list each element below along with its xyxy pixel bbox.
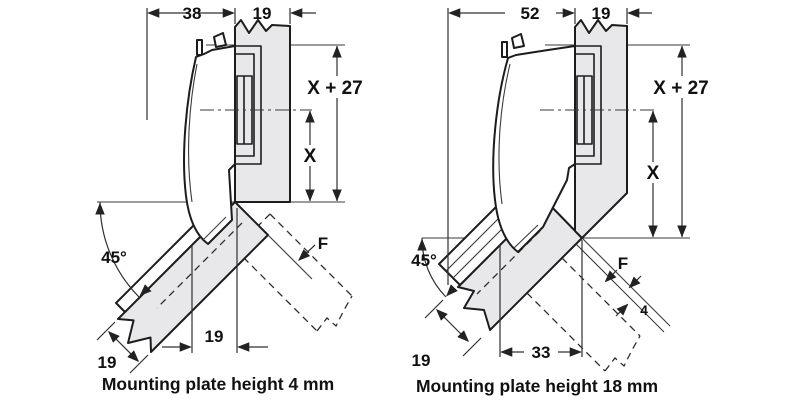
hinge-arm-right xyxy=(492,33,576,253)
dim-label-x-left: X xyxy=(304,146,317,167)
dim-label-angle-left: 45° xyxy=(101,248,127,267)
adjustment-pin-right xyxy=(501,41,508,58)
dim-label-bottom-offset-right: 33 xyxy=(532,343,551,362)
dim-label-top-width-left: 38 xyxy=(183,4,202,23)
hinge-arm-left xyxy=(183,32,236,245)
dim-label-side-thickness-left: 19 xyxy=(98,353,117,372)
dims-top-left: 38 19 xyxy=(146,4,316,120)
angle-dim-left: 45° xyxy=(95,201,152,298)
dim-label-door-thickness-right: 19 xyxy=(592,4,611,23)
caption-left: Mounting plate height 4 mm xyxy=(102,374,334,394)
diagram-right: F 4 52 19 xyxy=(411,4,714,396)
dim-label-side-thickness-right: 19 xyxy=(412,351,431,370)
dim-label-gap-right: F xyxy=(618,254,628,273)
arm-tab-left xyxy=(213,32,227,48)
dims-right-left: X + 27 X xyxy=(300,45,368,202)
adjustment-pin-left xyxy=(196,39,203,56)
dim-label-angle-right: 45° xyxy=(411,251,437,270)
angle-dim-right: 45° xyxy=(411,237,458,298)
caption-right: Mounting plate height 18 mm xyxy=(416,376,658,396)
dim-label-gap-left: F xyxy=(318,234,328,253)
gap-strip-right: F 4 xyxy=(575,237,671,333)
dim-label-total-height-right: X + 27 xyxy=(653,78,708,99)
gap-reference-line-left xyxy=(267,234,313,280)
arm-tab-right xyxy=(511,33,525,49)
dims-bottom-right: 33 19 xyxy=(412,240,583,370)
dim-label-door-thickness-left: 19 xyxy=(253,4,272,23)
diagram-left: 38 19 X + 27 X 45° F xyxy=(95,4,368,394)
dim-label-bottom-offset-left: 19 xyxy=(205,327,224,346)
dim-label-gap-width-right: 4 xyxy=(640,302,648,318)
dim-label-x-right: X xyxy=(647,163,660,184)
dim-label-top-width-right: 52 xyxy=(521,4,540,23)
dims-right-right: X + 27 X xyxy=(643,45,714,238)
gap-arrow-left xyxy=(298,244,316,261)
dims-top-right: 52 19 xyxy=(447,4,652,285)
dim-label-total-height-left: X + 27 xyxy=(307,78,362,99)
dims-bottom-left: 19 19 xyxy=(96,208,268,374)
